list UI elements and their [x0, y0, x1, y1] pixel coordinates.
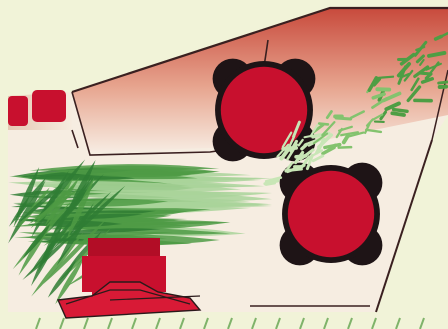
chopped-crop-piece: [439, 82, 448, 83]
chopped-crop-piece: [420, 73, 428, 74]
lower-rotor-icon: [280, 163, 383, 266]
rotor-disc: [221, 67, 307, 153]
chopped-crop-piece: [392, 113, 404, 115]
feed-roller-left: [8, 96, 28, 126]
upper-rotor-icon: [213, 59, 316, 162]
chopped-crop-piece: [436, 37, 442, 39]
chopped-crop-piece: [379, 77, 393, 78]
chopped-crop-piece: [394, 110, 408, 112]
chopped-crop-piece: [296, 156, 305, 157]
chopped-crop-piece: [339, 147, 351, 148]
rotor-disc: [288, 171, 374, 257]
feed-roller-right: [32, 90, 66, 122]
